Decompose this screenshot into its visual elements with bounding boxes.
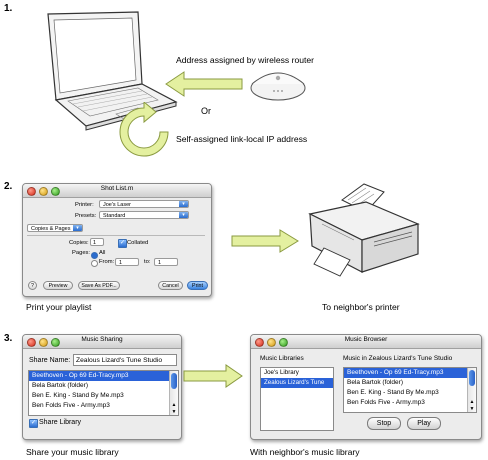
printer-label: Printer:: [75, 202, 94, 208]
from-label: From:: [99, 259, 115, 265]
library-item[interactable]: Zealous Lizard's Tune: [261, 378, 333, 388]
pages-all-radio[interactable]: [91, 252, 98, 259]
close-button[interactable]: [27, 187, 36, 196]
libraries-label: Music Libraries: [260, 355, 304, 362]
library-item[interactable]: Joe's Library: [264, 369, 299, 376]
arrow-icon: [231, 229, 299, 253]
preview-button[interactable]: Preview: [43, 281, 73, 290]
zoom-button[interactable]: [51, 187, 60, 196]
arrow-icon: [183, 364, 243, 388]
share-library-checkbox[interactable]: ✓: [29, 419, 38, 428]
list-item[interactable]: Bela Bartok (folder): [32, 382, 88, 389]
router-caption: Address assigned by wireless router: [176, 55, 315, 65]
section-value: Copies & Pages: [31, 226, 71, 232]
scrollbar[interactable]: ▲ ▼: [169, 371, 178, 415]
close-button[interactable]: [255, 338, 264, 347]
scrollbar-thumb[interactable]: [171, 373, 177, 389]
music-sharing-title: Music Sharing: [81, 336, 123, 343]
chevron-down-icon: ▾: [73, 225, 82, 231]
scroll-up-icon[interactable]: ▲: [469, 399, 475, 405]
music-list[interactable]: Beethoven - Op 69 Ed-Tracy.mp3 Bela Bart…: [343, 367, 477, 413]
selfassigned-caption: Self-assigned link-local IP address: [176, 134, 308, 144]
presets-label: Presets:: [75, 213, 97, 219]
printer-value: Joe's Laser: [103, 202, 131, 208]
list-item[interactable]: Beethoven - Op 69 Ed-Tracy.mp3: [344, 368, 476, 378]
share-name-label: Share Name:: [29, 357, 71, 364]
list-item[interactable]: Ben Folds Five - Army.mp3: [347, 399, 425, 406]
copies-label: Copies:: [69, 240, 89, 246]
chevron-down-icon: ▾: [179, 212, 188, 218]
arrow-icon: [165, 71, 243, 97]
help-button[interactable]: ?: [28, 281, 37, 290]
all-label: All: [99, 250, 106, 256]
section-popup[interactable]: Copies & Pages▾: [27, 224, 83, 232]
music-sharing-titlebar[interactable]: Music Sharing: [23, 335, 181, 349]
music-browser-title: Music Browser: [344, 336, 388, 343]
scrollbar-thumb[interactable]: [469, 370, 475, 386]
list-item[interactable]: Beethoven - Op 69 Ed-Tracy.mp3: [29, 371, 178, 381]
list-item[interactable]: Ben E. King - Stand By Me.mp3: [32, 392, 124, 399]
scroll-down-icon[interactable]: ▼: [171, 409, 177, 415]
presets-popup[interactable]: Standard ▾: [99, 211, 189, 219]
step-3-number: 3.: [4, 333, 13, 344]
share-name-field[interactable]: Zealous Lizard's Tune Studio: [73, 354, 177, 366]
pages-label: Pages:: [72, 250, 91, 256]
or-text: Or: [201, 106, 211, 116]
print-dialog-titlebar[interactable]: Shot List.m: [23, 184, 211, 198]
laptop-icon: [47, 11, 178, 131]
scroll-down-icon[interactable]: ▼: [469, 406, 475, 412]
print-dialog-title: Shot List.m: [100, 185, 134, 192]
libraries-list[interactable]: Joe's Library Zealous Lizard's Tune: [260, 367, 334, 431]
music-sharing-window: Music Sharing Share Name: Zealous Lizard…: [22, 334, 182, 440]
print-button[interactable]: Print: [187, 281, 208, 290]
collated-label: Collated: [127, 240, 149, 246]
zoom-button[interactable]: [51, 338, 60, 347]
print-dialog: Shot List.m Printer: Joe's Laser ▾ Preset…: [22, 183, 212, 297]
copies-field[interactable]: 1: [90, 238, 104, 246]
step-1-number: 1.: [4, 3, 13, 14]
printer-caption: To neighbor's printer: [322, 302, 400, 312]
scrollbar[interactable]: ▲ ▼: [467, 368, 476, 412]
divider: [27, 235, 205, 236]
music-browser-window: Music Browser Music Libraries Joe's Libr…: [250, 334, 482, 440]
close-button[interactable]: [27, 338, 36, 347]
list-item[interactable]: Ben Folds Five - Army.mp3: [32, 402, 110, 409]
zoom-button[interactable]: [279, 338, 288, 347]
share-list[interactable]: Beethoven - Op 69 Ed-Tracy.mp3 Bela Bart…: [28, 370, 179, 416]
minimize-button[interactable]: [39, 338, 48, 347]
minimize-button[interactable]: [267, 338, 276, 347]
to-label: to:: [144, 259, 151, 265]
share-caption: Share your music library: [26, 447, 119, 457]
to-field[interactable]: 1: [154, 258, 178, 266]
printer-popup[interactable]: Joe's Laser ▾: [99, 200, 189, 208]
to-value: 1: [158, 260, 162, 266]
music-browser-titlebar[interactable]: Music Browser: [251, 335, 481, 349]
from-field[interactable]: 1: [115, 258, 139, 266]
step-2-number: 2.: [4, 181, 13, 192]
airport-base-station-icon: [250, 72, 306, 101]
from-value: 1: [119, 260, 123, 266]
share-library-label: Share Library: [39, 419, 82, 426]
save-as-pdf-button[interactable]: Save As PDF...: [78, 281, 120, 290]
chevron-down-icon: ▾: [179, 201, 188, 207]
stop-button[interactable]: Stop: [367, 417, 401, 430]
list-item[interactable]: Ben E. King - Stand By Me.mp3: [347, 389, 439, 396]
cancel-button[interactable]: Cancel: [158, 281, 183, 290]
pages-from-radio[interactable]: [91, 260, 98, 267]
collated-checkbox[interactable]: ✓: [118, 239, 127, 248]
copies-value: 1: [93, 240, 97, 246]
presets-value: Standard: [103, 213, 126, 219]
printer-icon: [308, 183, 420, 277]
browse-caption: With neighbor's music library: [250, 447, 360, 457]
scroll-up-icon[interactable]: ▲: [171, 402, 177, 408]
play-button[interactable]: Play: [407, 417, 441, 430]
music-in-label: Music in Zealous Lizard's Tune Studio: [343, 355, 453, 362]
minimize-button[interactable]: [39, 187, 48, 196]
list-item[interactable]: Bela Bartok (folder): [347, 379, 403, 386]
cycle-arrow-icon: [119, 102, 169, 157]
print-caption: Print your playlist: [26, 302, 92, 312]
